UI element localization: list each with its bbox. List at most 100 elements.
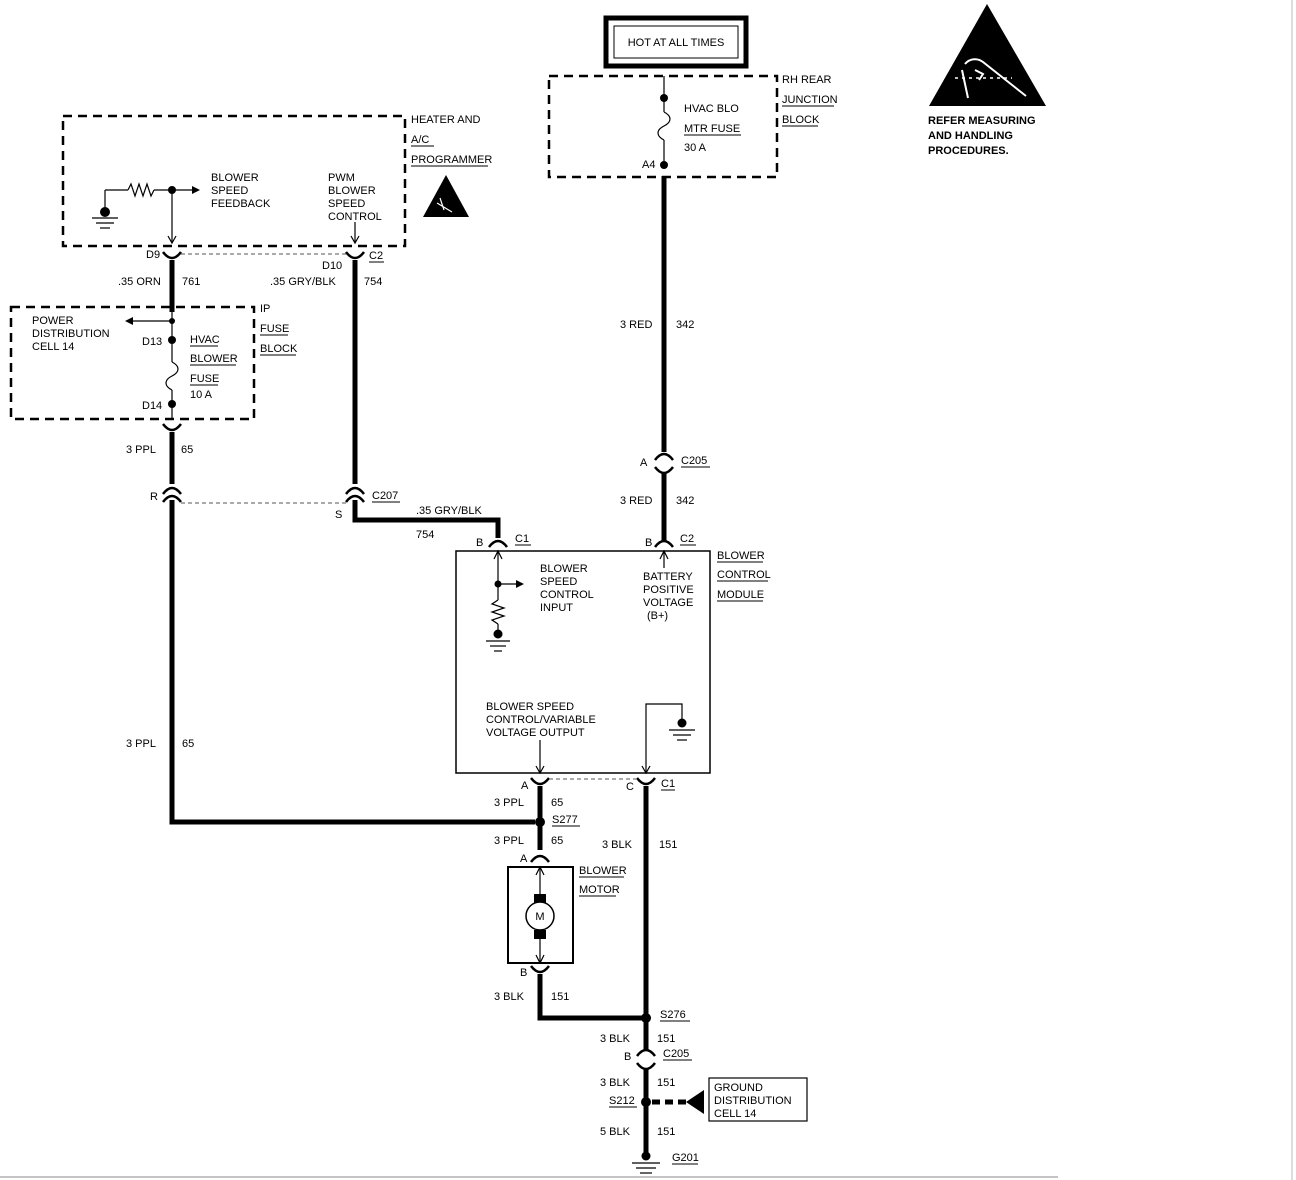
wire-65-circuit-2: 65 <box>182 738 194 750</box>
pwm-line-2: BLOWER <box>328 185 376 197</box>
fuse-30a-line-3: 30 A <box>684 142 707 154</box>
connector-c205-top: A C205 <box>640 452 710 475</box>
wire-151-color-1: 3 BLK <box>494 991 525 1003</box>
module-input-line-3: CONTROL <box>540 589 594 601</box>
c205-top-label: C205 <box>681 455 707 467</box>
wire-151-circuit-2: 151 <box>659 839 677 851</box>
fuse-30a-line-1: HVAC BLO <box>684 103 739 115</box>
power-distribution-line-3: CELL 14 <box>32 341 74 353</box>
ground-distribution-icon <box>686 1090 704 1114</box>
wire-65-color-4: 3 PPL <box>494 835 524 847</box>
module-pin-a: A <box>521 780 529 792</box>
ip-fuse-title-2: FUSE <box>260 323 289 335</box>
module-arrow-icon <box>516 580 524 588</box>
wire-761-color: .35 ORN <box>118 276 161 288</box>
motor-symbol: M <box>535 911 544 923</box>
rh-rear-junction-block: RH REAR JUNCTION BLOCK HVAC BLO MTR FUSE… <box>547 74 838 179</box>
esd-warning-icon <box>929 4 1046 106</box>
module-battery-line-2: POSITIVE <box>643 584 694 596</box>
splice-s212 <box>641 1097 651 1107</box>
fuse-10a-icon <box>165 361 179 391</box>
module-c1-bottom: C1 <box>661 778 675 790</box>
fuse-10a-line-4: 10 A <box>190 389 213 401</box>
connector-c207: R S C207 <box>150 486 400 521</box>
wire-65-circuit-4: 65 <box>551 835 563 847</box>
splice-s276 <box>641 1013 651 1023</box>
ground-g201: G201 <box>632 1151 699 1174</box>
s276-label: S276 <box>660 1009 686 1021</box>
wire-342-color-1: 3 RED <box>620 319 652 331</box>
module-battery-line-1: BATTERY <box>643 571 693 583</box>
wire-65-circuit-1: 65 <box>181 444 193 456</box>
ip-fuse-title-3: BLOCK <box>260 343 298 355</box>
wire-754-run <box>352 500 501 538</box>
ground-distribution-line-1: GROUND <box>714 1082 763 1094</box>
module-title-1: BLOWER <box>717 550 765 562</box>
connector-c2-top: C2 <box>369 250 383 262</box>
module-output-line-2: CONTROL/VARIABLE <box>486 714 596 726</box>
pin-d13: D13 <box>142 336 162 348</box>
module-c2-top: C2 <box>680 533 694 545</box>
module-resistor-icon <box>490 599 506 625</box>
wire-65-circuit-3: 65 <box>551 797 563 809</box>
wire-151-circuit-3: 151 <box>657 1033 675 1045</box>
motor-title-2: MOTOR <box>579 884 620 896</box>
module-title-2: CONTROL <box>717 569 771 581</box>
connector-c205-bottom: B C205 <box>624 1048 692 1071</box>
fuse-10a-line-3: FUSE <box>190 373 219 385</box>
pwm-line-3: SPEED <box>328 198 365 210</box>
motor-pin-a: A <box>520 853 528 865</box>
wire-65-color-2: 3 PPL <box>126 738 156 750</box>
rh-junction-title-3: BLOCK <box>782 114 820 126</box>
c205-top-pin-a: A <box>640 457 648 469</box>
ground-distribution-line-3: CELL 14 <box>714 1108 756 1120</box>
g201-label: G201 <box>672 1152 699 1164</box>
wire-754-color-2: .35 GRY/BLK <box>416 505 482 517</box>
c207-pin-s: S <box>335 509 342 521</box>
c207-pin-r: R <box>150 491 158 503</box>
blower-motor: A M BLOWER MOTOR B <box>507 853 627 979</box>
ground-distribution-line-2: DISTRIBUTION <box>714 1095 792 1107</box>
wire-342-circuit-2: 342 <box>676 495 694 507</box>
wire-342-color-2: 3 RED <box>620 495 652 507</box>
wire-151-color-4: 3 BLK <box>600 1077 631 1089</box>
feedback-line-3: FEEDBACK <box>211 198 271 210</box>
module-pin-b-c1: B <box>476 537 483 549</box>
power-distribution-line-1: POWER <box>32 315 74 327</box>
module-input-line-2: SPEED <box>540 576 577 588</box>
fuse-10a-line-2: BLOWER <box>190 353 238 365</box>
wire-151-circuit-1: 151 <box>551 991 569 1003</box>
hot-at-all-times-label: HOT AT ALL TIMES <box>628 37 725 49</box>
pin-d9: D9 <box>146 249 160 261</box>
splice-s277 <box>535 817 545 827</box>
c205-bottom-label: C205 <box>663 1048 689 1060</box>
feedback-line-1: BLOWER <box>211 172 259 184</box>
wire-151-motor <box>537 974 646 1021</box>
c205-bottom-pin-b: B <box>624 1051 631 1063</box>
module-output-line-1: BLOWER SPEED <box>486 701 574 713</box>
s277-label: S277 <box>552 814 578 826</box>
rh-junction-title-2: JUNCTION <box>782 94 838 106</box>
module-title-3: MODULE <box>717 589 764 601</box>
programmer-title-3: PROGRAMMER <box>411 154 492 166</box>
wire-151-color-3: 3 BLK <box>600 1033 631 1045</box>
feedback-line-2: SPEED <box>211 185 248 197</box>
ip-fuse-block: IP FUSE BLOCK POWER DISTRIBUTION CELL 14… <box>9 303 298 421</box>
motor-title-1: BLOWER <box>579 865 627 877</box>
s212-label: S212 <box>609 1095 635 1107</box>
wire-65-run <box>169 500 535 825</box>
wire-151-color-2: 3 BLK <box>602 839 633 851</box>
esd-notice-line-2: AND HANDLING <box>928 130 1013 142</box>
arrow-left-icon <box>125 317 133 325</box>
pin-d14: D14 <box>142 400 162 412</box>
pwm-line-4: CONTROL <box>328 211 382 223</box>
motor-icon <box>525 901 555 931</box>
esd-warning: REFER MEASURING AND HANDLING PROCEDURES. <box>928 4 1046 157</box>
wire-65-color-3: 3 PPL <box>494 797 524 809</box>
module-battery-line-4: (B+) <box>647 610 668 622</box>
arrow-right-icon <box>192 186 200 194</box>
wire-754-circuit: 754 <box>364 276 382 288</box>
esd-notice-line-1: REFER MEASURING <box>928 115 1036 127</box>
fuse-30a-icon <box>657 111 671 141</box>
hot-at-all-times-box: HOT AT ALL TIMES <box>603 15 749 69</box>
